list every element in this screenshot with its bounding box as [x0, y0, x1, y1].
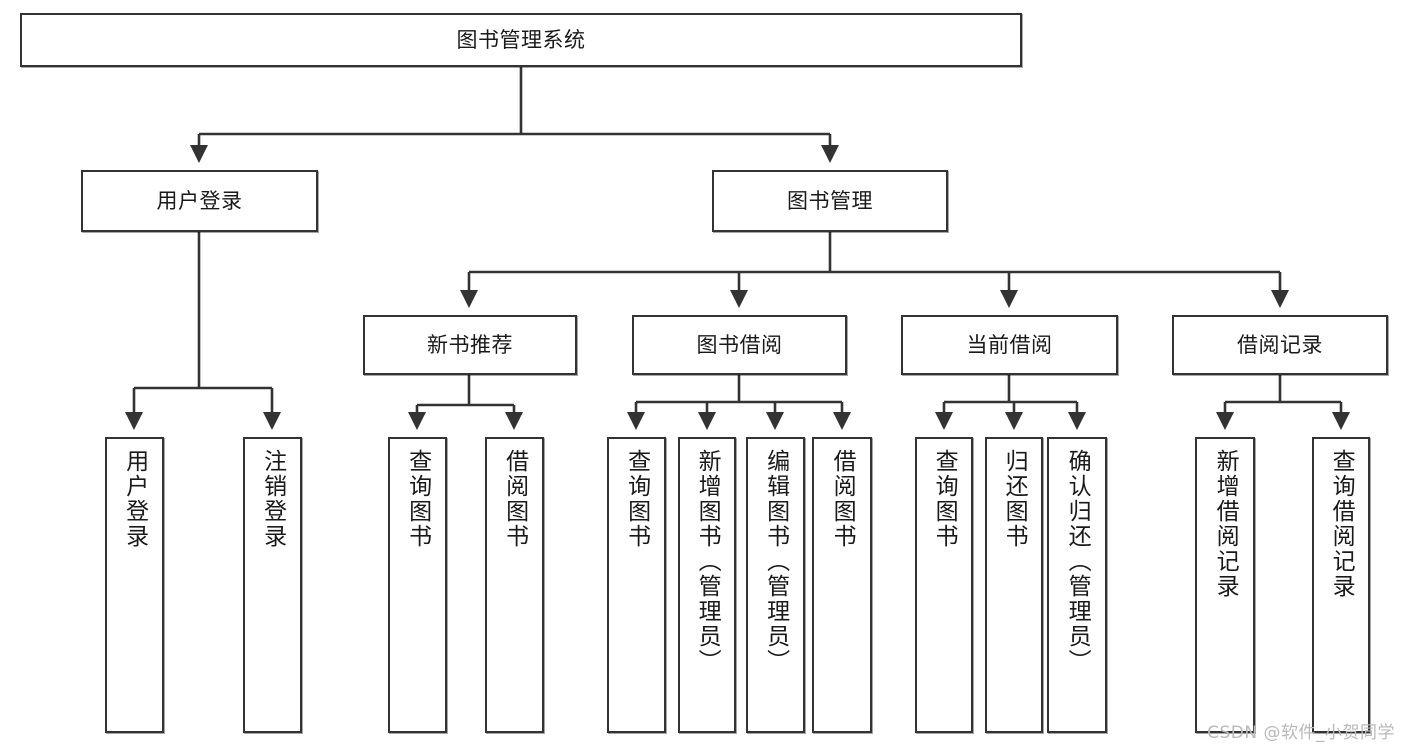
- node-user-login[interactable]: 用户登录: [81, 170, 318, 232]
- node-leaf-add-book[interactable]: 新增图书（管理员）: [678, 437, 736, 733]
- node-leaf-edit-book-label: 编辑图书（管理员）: [762, 449, 789, 674]
- node-leaf-add-book-label: 新增图书（管理员）: [694, 449, 721, 674]
- node-new-book-rec-label: 新书推荐: [427, 332, 513, 357]
- node-borrow-record[interactable]: 借阅记录: [1172, 315, 1388, 375]
- node-leaf-user-login-label: 用户登录: [121, 449, 148, 549]
- node-leaf-confirm-return[interactable]: 确认归还（管理员）: [1047, 437, 1107, 733]
- node-user-login-label: 用户登录: [156, 188, 243, 213]
- node-leaf-query-book-3[interactable]: 查询图书: [915, 437, 973, 733]
- node-leaf-borrow-book-1-label: 借阅图书: [501, 449, 528, 549]
- node-root[interactable]: 图书管理系统: [20, 13, 1022, 67]
- node-leaf-return-book[interactable]: 归还图书: [985, 437, 1043, 733]
- node-leaf-return-book-label: 归还图书: [1001, 449, 1028, 549]
- node-leaf-borrow-book-2[interactable]: 借阅图书: [812, 437, 872, 733]
- node-current-borrow[interactable]: 当前借阅: [901, 315, 1118, 375]
- node-leaf-query-book-1-label: 查询图书: [404, 449, 431, 549]
- node-leaf-confirm-return-label: 确认归还（管理员）: [1064, 449, 1091, 674]
- node-new-book-rec[interactable]: 新书推荐: [363, 315, 577, 375]
- node-leaf-borrow-book-1[interactable]: 借阅图书: [485, 437, 544, 733]
- node-leaf-user-logout[interactable]: 注销登录: [243, 437, 302, 733]
- node-book-manage-label: 图书管理: [787, 188, 873, 213]
- node-leaf-add-record[interactable]: 新增借阅记录: [1195, 437, 1255, 733]
- node-leaf-query-book-2[interactable]: 查询图书: [607, 437, 666, 733]
- watermark-credit: CSDN @软件_小贺同学: [1207, 723, 1395, 743]
- node-leaf-query-book-1[interactable]: 查询图书: [388, 437, 447, 733]
- node-leaf-query-record-label: 查询借阅记录: [1328, 449, 1355, 599]
- node-leaf-borrow-book-2-label: 借阅图书: [829, 449, 856, 549]
- node-borrow-record-label: 借阅记录: [1237, 332, 1323, 357]
- node-book-borrow-label: 图书借阅: [696, 332, 783, 357]
- node-leaf-query-book-3-label: 查询图书: [931, 449, 958, 549]
- node-root-label: 图书管理系统: [456, 27, 586, 52]
- node-leaf-user-logout-label: 注销登录: [259, 449, 286, 549]
- node-leaf-query-book-2-label: 查询图书: [623, 449, 650, 549]
- node-leaf-user-login[interactable]: 用户登录: [105, 437, 164, 733]
- node-leaf-query-record[interactable]: 查询借阅记录: [1312, 437, 1370, 733]
- node-leaf-add-record-label: 新增借阅记录: [1212, 449, 1239, 599]
- node-current-borrow-label: 当前借阅: [966, 332, 1053, 357]
- node-leaf-edit-book[interactable]: 编辑图书（管理员）: [746, 437, 805, 733]
- node-book-borrow[interactable]: 图书借阅: [632, 315, 847, 375]
- node-book-manage[interactable]: 图书管理: [712, 170, 948, 232]
